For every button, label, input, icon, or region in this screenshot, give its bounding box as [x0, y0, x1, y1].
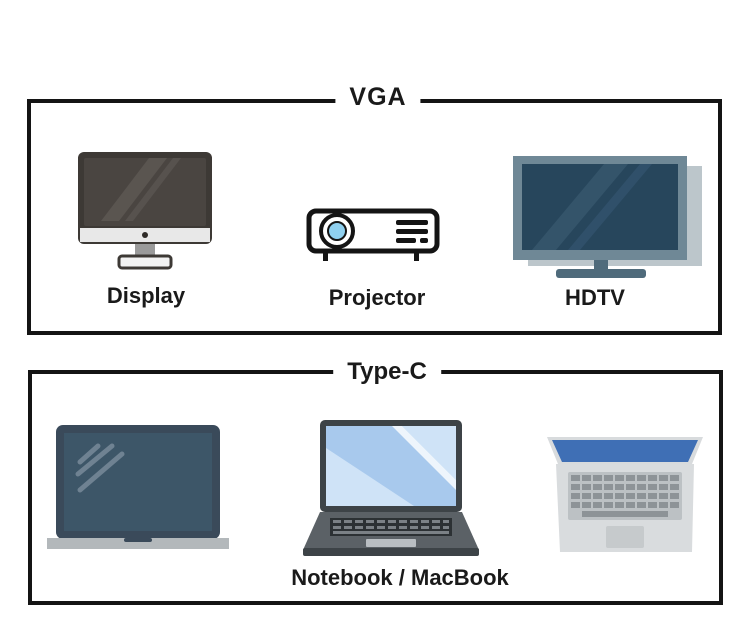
typec-group-title: Type-C — [333, 357, 441, 387]
laptop-silver-icon — [547, 437, 703, 552]
hdtv-icon — [513, 156, 702, 278]
device-label-hdtv: HDTV — [565, 285, 625, 310]
device-label-display: Display — [106, 283, 186, 308]
projector-icon — [306, 208, 440, 261]
vga-group-title: VGA — [335, 82, 421, 112]
monitor-icon — [78, 152, 212, 270]
device-label-projector: Projector — [328, 285, 426, 310]
device-label-notebook: Notebook / MacBook — [285, 565, 515, 591]
laptop-center-icon — [303, 420, 479, 556]
laptop-dark-icon — [47, 425, 229, 549]
